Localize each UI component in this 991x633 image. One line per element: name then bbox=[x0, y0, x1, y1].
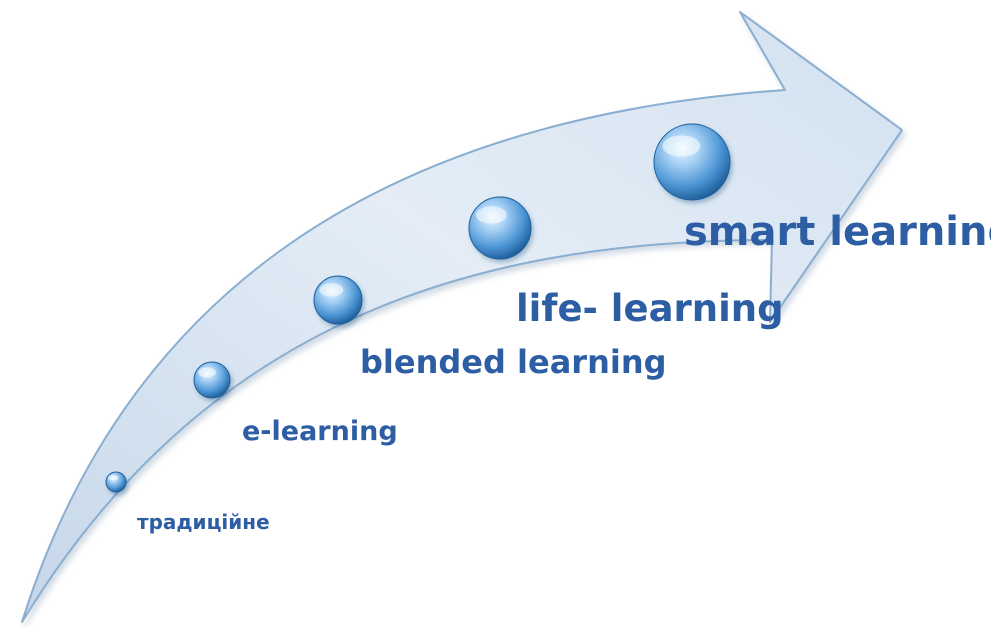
stage-sphere-highlight-traditional bbox=[108, 475, 119, 481]
stage-label-smart-learning: smart learning bbox=[684, 209, 991, 255]
stage-sphere-highlight-life-learning bbox=[475, 206, 507, 224]
stage-sphere-blended-learning bbox=[313, 275, 363, 325]
stage-sphere-highlight-smart-learning bbox=[662, 135, 701, 157]
stage-sphere-life-learning bbox=[468, 196, 532, 260]
stage-label-e-learning: e-learning bbox=[242, 416, 398, 447]
stage-label-traditional: традиційне bbox=[137, 510, 270, 534]
stage-spheres bbox=[105, 123, 731, 493]
stage-label-blended-learning: blended learning bbox=[360, 343, 667, 381]
stage-sphere-smart-learning bbox=[653, 123, 731, 201]
stage-sphere-highlight-blended-learning bbox=[319, 283, 344, 297]
stage-sphere-highlight-e-learning bbox=[197, 367, 216, 378]
stage-label-life-learning: life- learning bbox=[516, 287, 784, 330]
stage-sphere-traditional bbox=[105, 471, 127, 493]
stage-sphere-e-learning bbox=[193, 361, 231, 399]
